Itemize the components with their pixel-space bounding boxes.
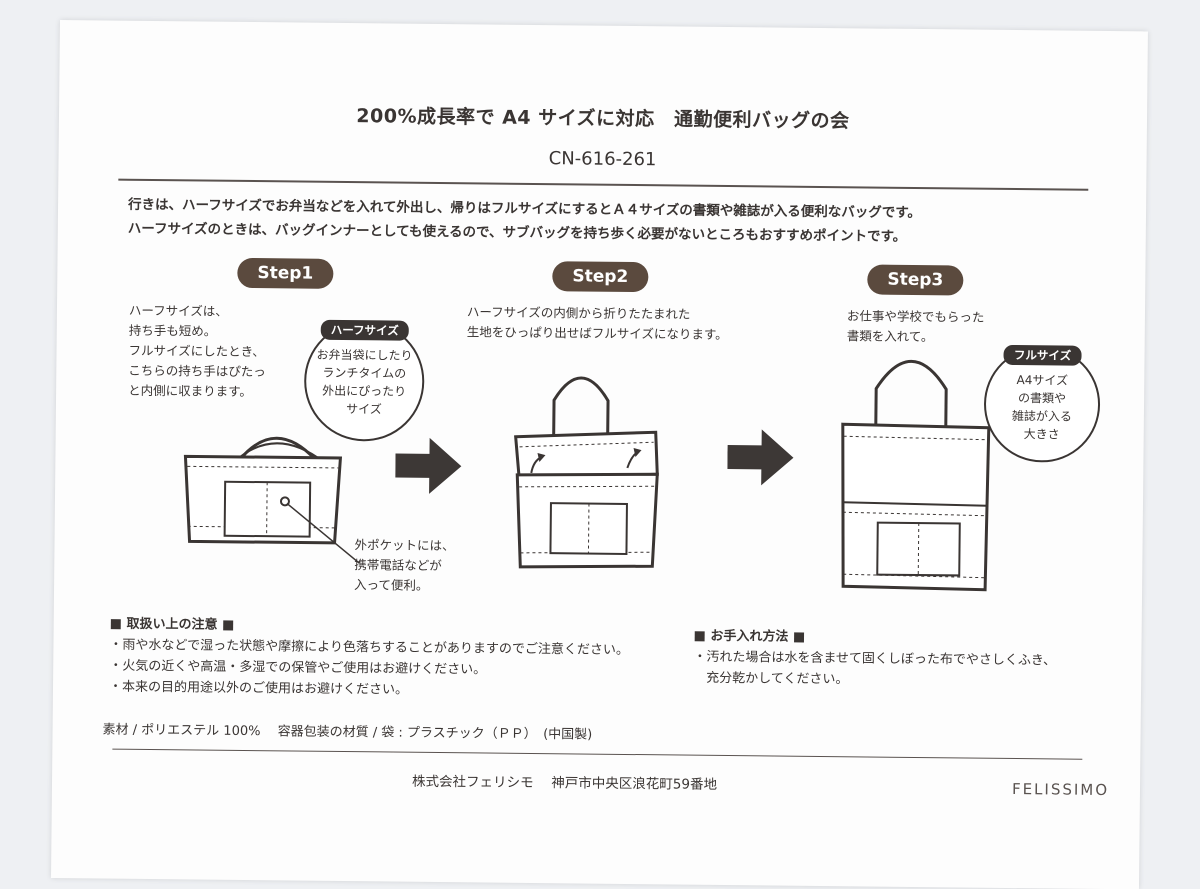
- half-bag-illustration: [183, 436, 360, 564]
- full-size-badge-line: の書類や: [1018, 391, 1067, 406]
- instruction-sheet: 200%成長率で A4 サイズに対応 通勤便利バッグの会 CN-616-261 …: [51, 20, 1148, 889]
- unfolding-bag-illustration: [514, 376, 659, 569]
- full-size-badge-line: A4サイズ: [1016, 373, 1069, 388]
- step1-label: Step1: [237, 257, 334, 289]
- step2-note-line: 生地をひっぱり出せばフルサイズになります。: [466, 324, 728, 343]
- care-heading: ■ お手入れ方法 ■: [693, 628, 806, 645]
- pocket-note: 外ポケットには、 携帯電話などが 入って便利。: [354, 535, 455, 596]
- full-size-badge-line: 大きさ: [1023, 427, 1060, 442]
- intro-text: 行きは、ハーフサイズでお弁当などを入れて外出し、帰りはフルサイズにするとＡ４サイ…: [128, 193, 921, 249]
- top-rule: [118, 178, 1089, 191]
- care-item: 充分乾かしてください。: [693, 670, 849, 688]
- step2-note: ハーフサイズの内側から折りたたまれた 生地をひっぱり出せばフルサイズになります。: [467, 302, 728, 345]
- half-size-badge-line: サイズ: [346, 402, 382, 417]
- step2-note-line: ハーフサイズの内側から折りたたまれた: [466, 304, 691, 322]
- product-code: CN-616-261: [548, 148, 657, 171]
- step1-note-line: こちらの持ち手はぴたっ: [128, 362, 266, 380]
- material-info: 素材 / ポリエステル 100% 容器包装の材質 / 袋 : プラスチック（ＰＰ…: [102, 722, 593, 743]
- half-size-badge-line: ランチタイムの: [322, 365, 407, 381]
- step1-note: ハーフサイズは、 持ち手も短め。 フルサイズにしたとき、 こちらの持ち手はぴたっ…: [128, 301, 267, 402]
- arrow-right-icon: [727, 429, 794, 486]
- bottom-rule: [112, 748, 1083, 760]
- caution-list: ・雨や水などで湿った状態や摩擦により色落ちすることがありますのでご注意ください。…: [109, 635, 629, 703]
- brand-logo: FELISSIMO: [1011, 780, 1110, 800]
- half-size-badge-line: 外出にぴったり: [322, 383, 407, 399]
- full-bag-illustration: [841, 360, 991, 592]
- care-list: ・汚れた場合は水を含ませて固くしぼった布でやさしくふき、 充分乾かしてください。: [693, 647, 1056, 693]
- sheet-title: 200%成長率で A4 サイズに対応 通勤便利バッグの会: [356, 105, 850, 133]
- full-size-badge: フルサイズ A4サイズ の書類や 雑誌が入る 大きさ: [983, 344, 1101, 463]
- step1-note-line: ハーフサイズは、: [128, 302, 228, 319]
- caution-heading: ■ 取扱い上の注意 ■: [109, 616, 235, 633]
- full-size-badge-line: 雑誌が入る: [1011, 408, 1072, 424]
- pocket-note-line: 外ポケットには、: [354, 537, 455, 554]
- pocket-note-line: 携帯電話などが: [354, 557, 442, 574]
- full-size-tag: フルサイズ: [1003, 344, 1082, 366]
- caution-item: ・本来の目的用途以外のご使用はお避けください。: [108, 679, 409, 698]
- step3-label: Step3: [867, 264, 964, 296]
- half-size-badge-line: お弁当袋にしたり: [316, 347, 413, 363]
- step1-note-line: と内側に収まります。: [128, 382, 252, 400]
- step2-label: Step2: [552, 261, 649, 293]
- pocket-note-line: 入って便利。: [354, 577, 429, 593]
- company-info: 株式会社フェリシモ 神戸市中央区浪花町59番地: [411, 773, 718, 793]
- half-size-tag: ハーフサイズ: [320, 319, 409, 341]
- step1-note-line: 持ち手も短め。: [128, 322, 217, 339]
- step1-note-line: フルサイズにしたとき、: [128, 342, 265, 360]
- step3-note-line: お仕事や学校でもらった: [846, 308, 985, 325]
- arrow-right-icon: [395, 437, 462, 494]
